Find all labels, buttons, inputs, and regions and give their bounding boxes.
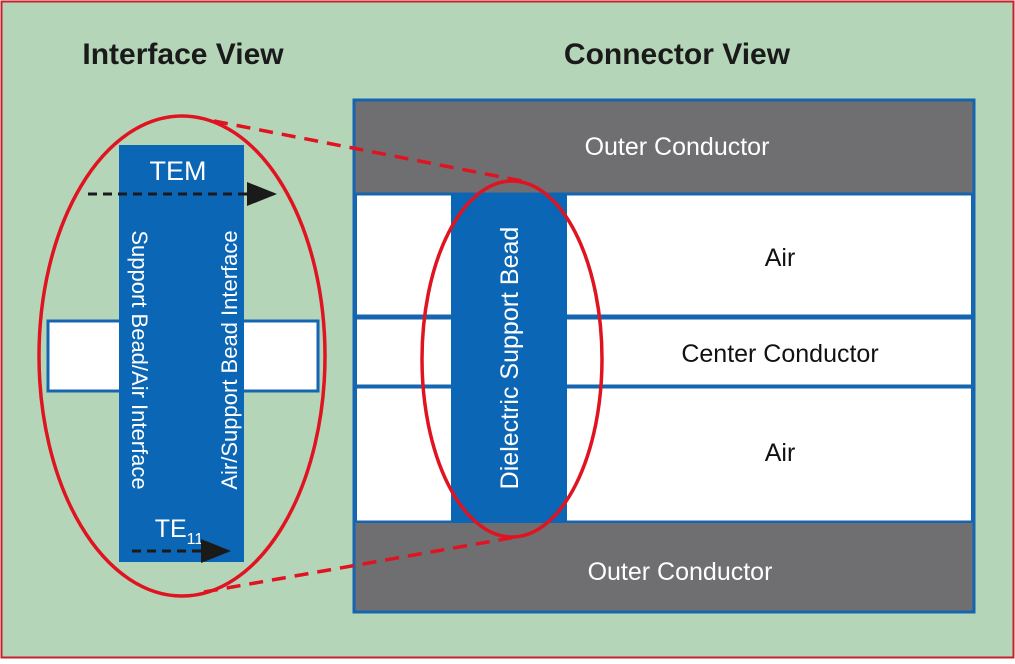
connector-view-title: Connector View [564,38,791,71]
interface-highlight-ellipse [37,114,327,598]
outer-conductor-top [355,101,973,193]
te11-mode-base: TE [155,515,187,543]
air-region-top [354,192,974,318]
air-top-label: Air [765,244,796,272]
air-support-bead-interface-label: Air/Support Bead Interface [217,230,242,489]
te11-mode-label: TE11 [155,515,204,548]
interface-view-panel: TEM Support Bead/Air Interface Air/Suppo… [37,114,327,598]
center-conductor-label: Center Conductor [681,340,878,368]
center-conductor [354,316,974,388]
tem-mode-label: TEM [150,156,207,186]
connector-view-panel: Outer Conductor Air Center Conductor Air… [352,98,976,614]
zoom-line-top [213,119,523,183]
air-region-bottom [354,385,974,524]
air-bottom-label: Air [765,439,796,467]
zoom-line-bottom [203,535,517,594]
dielectric-support-bead-label: Dielectric Support Bead [496,227,524,490]
outer-conductor-top-label: Outer Conductor [585,133,770,161]
te11-mode-subscript: 11 [187,531,204,548]
support-bead-air-interface-label: Support Bead/Air Interface [127,230,152,489]
outer-conductor-bottom-label: Outer Conductor [588,558,773,586]
interface-support-bead [119,145,244,562]
outer-conductor-bottom [355,523,973,611]
interface-view-title: Interface View [82,38,284,71]
dielectric-support-bead [451,193,567,523]
